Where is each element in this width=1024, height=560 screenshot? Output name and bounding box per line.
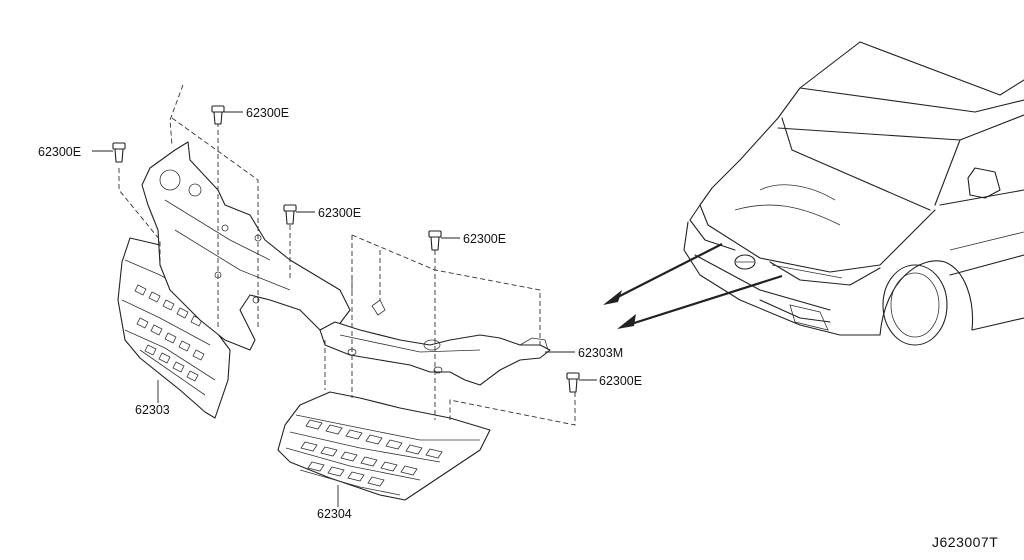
- car-illustration: [683, 41, 1024, 346]
- clip-5: [566, 372, 597, 393]
- bracket-left: [141, 141, 351, 351]
- label-clip-4: 62300E: [463, 232, 506, 246]
- clip-3: [283, 204, 315, 225]
- clip-1: [211, 105, 243, 125]
- bracket-62303m: [319, 275, 551, 386]
- label-clip-2: 62300E: [38, 145, 81, 159]
- reference-arrows: [603, 243, 783, 329]
- grille-center-slats: [300, 419, 443, 487]
- clip-group: [92, 105, 597, 393]
- label-bracket: 62303M: [578, 346, 623, 360]
- label-grille-center: 62304: [317, 507, 352, 521]
- grille-left-slats: [134, 284, 205, 382]
- label-clip-1: 62300E: [246, 106, 289, 120]
- label-clip-3: 62300E: [318, 206, 361, 220]
- drawing-code: J623007T: [932, 534, 998, 550]
- grille-left: [117, 237, 231, 419]
- clip-4: [428, 230, 460, 251]
- grille-center: [277, 391, 491, 501]
- assembly-guides: [118, 84, 576, 426]
- label-clip-5: 62300E: [599, 374, 642, 388]
- label-grille-left: 62303: [135, 403, 170, 417]
- clip-2: [92, 142, 126, 163]
